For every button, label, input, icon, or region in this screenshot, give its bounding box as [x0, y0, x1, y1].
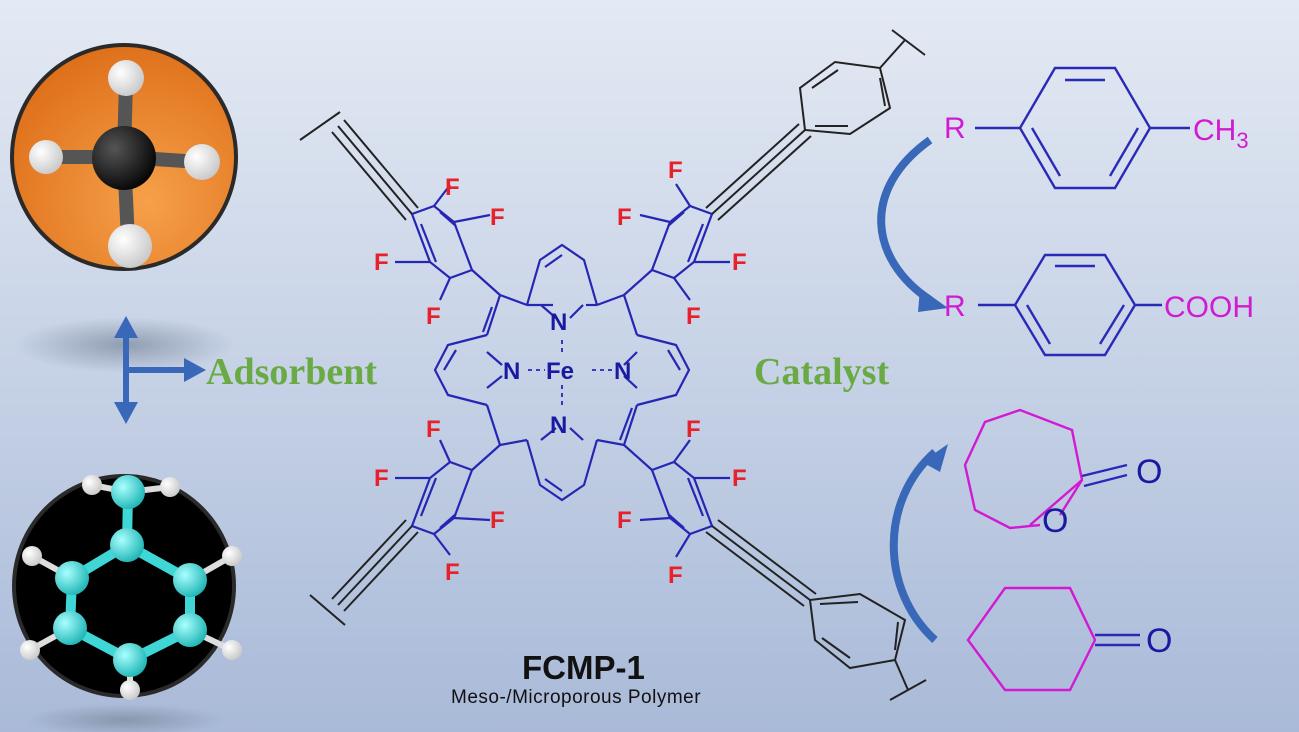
- polymer-subtitle: Meso-/Microporous Polymer: [451, 687, 701, 708]
- carboxyl-label: COOH: [1164, 291, 1254, 324]
- fluorine-atom: F: [490, 507, 505, 534]
- ester-oxygen-label: O: [1042, 502, 1068, 540]
- fluorine-atom: F: [374, 249, 389, 276]
- r-group-label: R: [944, 112, 966, 145]
- methyl-label: CH3: [1193, 114, 1249, 153]
- fluorine-atom: F: [426, 303, 441, 330]
- nitrogen-atom-top: N: [550, 309, 567, 336]
- benzene-model-icon: [12, 474, 242, 700]
- porphyrin-bonds: [433, 243, 691, 502]
- fluorine-atom: F: [426, 416, 441, 443]
- nitrogen-atom-right: N: [614, 358, 631, 385]
- fluorine-atom: F: [445, 174, 460, 201]
- arrow-head: [918, 288, 948, 312]
- fluorine-atom: F: [732, 249, 747, 276]
- fluorine-atom: F: [686, 303, 701, 330]
- caprolactone-structure: [963, 408, 1128, 530]
- terminal-phenyl-rings: [798, 29, 927, 701]
- alkyne-linkers: [299, 111, 817, 626]
- arrow-head: [922, 444, 948, 472]
- toluene-structure: [975, 66, 1190, 190]
- r-group-label: R: [944, 290, 966, 323]
- cyclohexanone-structure: [966, 586, 1140, 692]
- fluorine-atom: F: [374, 465, 389, 492]
- benzoic-acid-structure: [978, 253, 1162, 357]
- fluorine-atom: F: [617, 507, 632, 534]
- shadow: [25, 704, 225, 732]
- fluorine-atom: F: [445, 559, 460, 586]
- catalyst-label: Catalyst: [754, 351, 889, 393]
- aryl-double-bonds: [419, 211, 705, 529]
- curved-arrow-icon: [877, 136, 933, 304]
- bidirectional-arrow-icon: [114, 316, 206, 424]
- iron-atom: Fe: [546, 358, 574, 385]
- fluorine-atom: F: [490, 204, 505, 231]
- fluorine-atom: F: [732, 465, 747, 492]
- polymer-title: FCMP-1: [522, 649, 645, 686]
- adsorbent-label: Adsorbent: [206, 351, 377, 393]
- fluorine-atom: F: [686, 416, 701, 443]
- methane-model-icon: [10, 43, 238, 271]
- fluorine-atoms: F F F F F F F F F F F F F F F F: [374, 157, 747, 589]
- fe-n-dashed-bonds: [528, 340, 612, 405]
- nitrogen-atom-left: N: [503, 358, 520, 385]
- fluorine-atom: F: [668, 157, 683, 184]
- nitrogen-atom-bottom: N: [550, 412, 567, 439]
- fluorine-atom: F: [668, 562, 683, 589]
- fluorine-atom: F: [617, 204, 632, 231]
- carbonyl-oxygen-label: O: [1136, 453, 1162, 491]
- curved-arrow-icon: [889, 448, 938, 643]
- c-f-bonds: [395, 183, 730, 558]
- ketone-oxygen-label: O: [1146, 622, 1172, 660]
